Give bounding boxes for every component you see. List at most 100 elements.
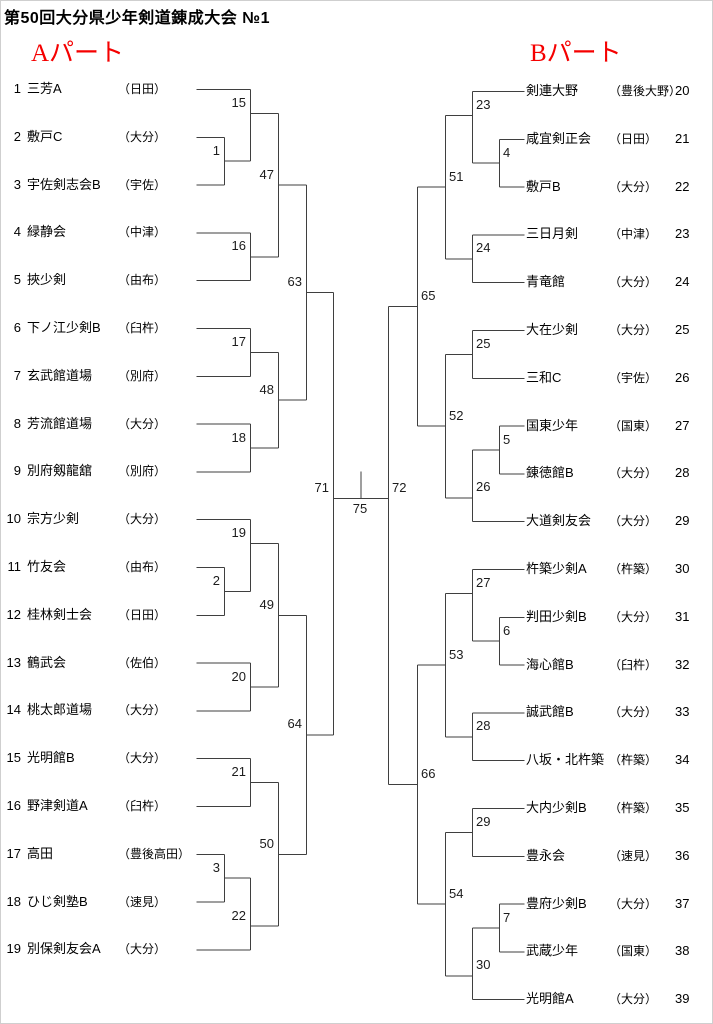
match-number: 27 [476, 574, 491, 590]
match-number: 3 [212, 859, 220, 875]
team-name: 玄武館道場 [27, 367, 93, 383]
team-name: 武蔵少年 [526, 943, 579, 959]
match-number: 23 [476, 96, 491, 112]
team-region: （由布） [118, 560, 167, 574]
team-region: （大分） [118, 703, 167, 718]
team-seed: 33 [675, 704, 690, 720]
team-name: 桂林剣士会 [27, 606, 93, 622]
team-seed: 38 [675, 943, 690, 959]
match-number: 49 [259, 596, 274, 612]
team-name: 桃太郎道場 [27, 702, 93, 718]
team-seed: 17 [6, 845, 21, 861]
match-number: 50 [259, 835, 274, 851]
match-number: 19 [231, 525, 246, 541]
team-seed: 25 [675, 322, 690, 337]
team-region: （日田） [609, 131, 658, 146]
team-seed: 28 [675, 465, 690, 481]
team-name: 錬徳館B [526, 465, 574, 481]
team-region: （宇佐） [118, 177, 167, 192]
team-region: （速見） [609, 848, 658, 863]
team-region: （大分） [609, 896, 658, 911]
team-region: （国東） [609, 418, 658, 433]
team-region: （中津） [609, 227, 658, 242]
team-region: （大分） [118, 416, 167, 431]
team-name: 三日月剣 [526, 226, 579, 242]
match-number: 28 [476, 718, 491, 734]
team-region: （豊後大野） [609, 84, 682, 98]
final-match-number: 75 [352, 501, 368, 516]
team-region: （別府） [118, 464, 167, 479]
match-number: 65 [421, 288, 436, 304]
team-seed: 22 [675, 178, 690, 194]
team-region: （大分） [118, 751, 167, 766]
match-number: 54 [449, 885, 464, 901]
match-number: 30 [476, 957, 491, 973]
team-name: 三芳A [27, 81, 62, 96]
team-region: （由布） [118, 273, 167, 288]
team-name: 緑静会 [27, 224, 67, 240]
match-number: 66 [421, 766, 436, 782]
match-number: 72 [392, 480, 407, 495]
team-seed: 2 [13, 128, 21, 144]
team-seed: 13 [6, 654, 21, 670]
team-name: 敷戸C [27, 128, 63, 144]
team-seed: 24 [675, 274, 690, 290]
team-seed: 34 [675, 752, 690, 768]
match-number: 52 [449, 407, 464, 423]
team-name: 宗方少剣 [27, 511, 80, 527]
match-number: 18 [231, 429, 246, 445]
team-seed: 11 [7, 559, 22, 574]
match-number: 53 [449, 646, 464, 662]
team-seed: 1 [13, 81, 21, 96]
match-number: 63 [287, 274, 302, 290]
team-region: （臼杵） [118, 321, 167, 335]
match-number: 5 [503, 431, 511, 447]
part-b-heading: Bパート [530, 40, 622, 67]
team-name: 八坂・北杵築 [526, 752, 605, 768]
team-name: 挾少剣 [27, 272, 67, 288]
team-name: 豊府少剣B [526, 895, 587, 911]
team-name: 下ノ江少剣B [27, 320, 101, 335]
match-number: 25 [476, 335, 491, 351]
team-name: 宇佐剣志会B [27, 176, 101, 192]
team-seed: 29 [675, 513, 690, 529]
match-number: 16 [231, 238, 246, 254]
team-seed: 31 [675, 608, 690, 624]
team-region: （大分） [609, 179, 658, 194]
match-number: 26 [476, 479, 491, 495]
match-number: 1 [212, 142, 220, 158]
team-name: 海心館B [526, 656, 574, 672]
team-seed: 3 [13, 176, 21, 192]
match-number: 29 [476, 813, 491, 829]
team-seed: 32 [675, 656, 690, 672]
page-title: 第50回大分県少年剣道錬成大会 №1 [4, 10, 270, 27]
part-a-heading: Aパート [31, 40, 125, 67]
team-name: 大内少剣B [526, 800, 587, 815]
team-region: （臼杵） [118, 799, 167, 813]
team-region: （佐伯） [118, 655, 167, 670]
team-seed: 9 [13, 463, 21, 479]
team-name: 光明館A [526, 991, 574, 1007]
match-number: 4 [503, 144, 511, 160]
team-seed: 36 [675, 847, 690, 863]
